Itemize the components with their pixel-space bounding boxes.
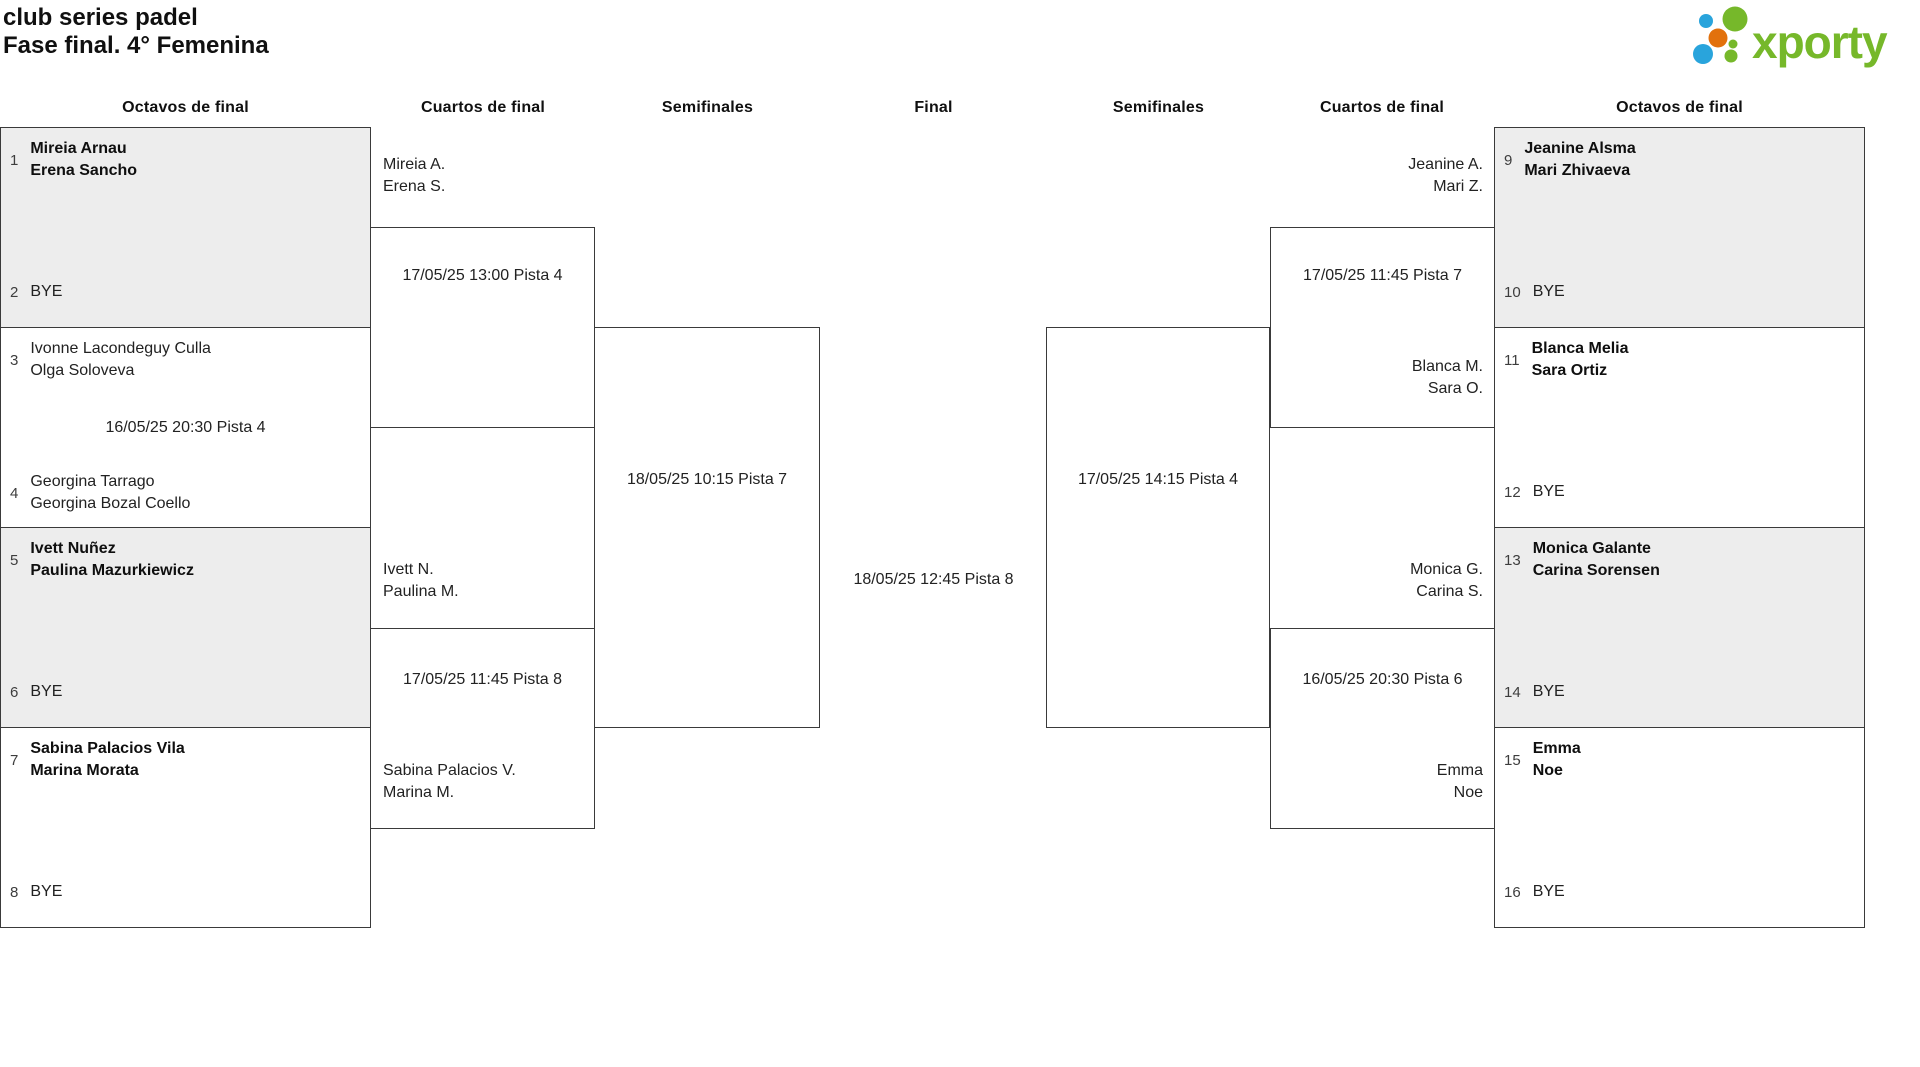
seed-number: 13 [1504,551,1521,569]
seed-number: 11 [1504,351,1520,369]
seed-number: 14 [1504,683,1521,701]
seed-number: 16 [1504,883,1521,901]
match-box-octavos-1-2: 1 Mireia Arnau Erena Sancho 2 BYE [0,127,371,328]
match-box-quarterfinal-2 [370,628,595,829]
round-header-octavos-left: Octavos de final [122,99,249,116]
team-name: Sabina Palacios Vila Marina Morata [30,740,185,779]
xporty-logo[interactable]: xporty [1688,2,1920,74]
seed-number: 6 [10,683,19,701]
team-slot: 10 BYE [1504,281,1858,303]
team-slot: 16 BYE [1504,881,1858,903]
team-name: BYE [30,683,63,700]
match-box-octavos-7-8: 7 Sabina Palacios Vila Marina Morata 8 B… [0,727,371,928]
logo-wordmark: xporty [1752,16,1888,68]
logo-dot-green-tiny [1728,39,1738,49]
final-schedule: 18/05/25 12:45 Pista 8 [853,571,1014,588]
qf4-schedule: 16/05/25 20:30 Pista 6 [1302,671,1463,688]
match-box-octavos-13-14: 13 Monica Galante Carina Sorensen 14 BYE [1494,527,1865,728]
seed-number: 1 [10,151,19,169]
semifinal-right-schedule: 17/05/25 14:15 Pista 4 [1077,471,1239,488]
seed-number: 3 [10,351,19,369]
match-box-quarterfinal-1 [370,227,595,428]
team-slot: 3 Ivonne Lacondeguy Culla Olga Soloveva [10,338,364,382]
qf2-team-top-label: Ivett N. Paulina M. [383,561,459,600]
team-name: Ivonne Lacondeguy Culla Olga Soloveva [30,340,211,379]
seed-number: 4 [10,484,19,502]
team-name: Monica Galante Carina Sorensen [1532,540,1660,579]
seed-number: 12 [1504,483,1521,501]
team-slot: 11 Blanca Melia Sara Ortiz [1504,338,1858,382]
logo-dot-green-large [1722,6,1748,32]
round-header-final: Final [914,99,953,116]
match-box-semifinal-left [594,327,820,728]
team-slot: 7 Sabina Palacios Vila Marina Morata [10,738,364,782]
team-name: Mireia Arnau Erena Sancho [30,140,138,179]
team-name: BYE [30,883,63,900]
seed-number: 2 [10,283,19,301]
round-header-semifinal-right: Semifinales [1112,99,1205,116]
match-box-octavos-5-6: 5 Ivett Nuñez Paulina Mazurkiewicz 6 BYE [0,527,371,728]
semifinal-left-schedule: 18/05/25 10:15 Pista 7 [626,471,788,488]
logo-dot-blue-large [1693,44,1713,64]
round-header-cuartos-left: Cuartos de final [420,99,546,116]
team-slot: 14 BYE [1504,681,1858,703]
team-name: BYE [1532,883,1565,900]
team-name: Ivett Nuñez Paulina Mazurkiewicz [30,540,194,579]
seed-number: 15 [1504,751,1521,769]
team-name: Blanca Melia Sara Ortiz [1531,340,1629,379]
team-name: BYE [30,283,63,300]
team-slot: 2 BYE [10,281,364,303]
team-slot: 12 BYE [1504,481,1858,503]
match-box-octavos-11-12: 11 Blanca Melia Sara Ortiz 12 BYE [1494,327,1865,528]
qf1-team-top-label: Mireia A. Erena S. [383,156,446,195]
qf3-team-bottom-label: Blanca M. Sara O. [1411,358,1483,397]
team-slot: 8 BYE [10,881,364,903]
qf3-schedule: 17/05/25 11:45 Pista 7 [1303,267,1462,284]
match-box-octavos-9-10: 9 Jeanine Alsma Mari Zhivaeva 10 BYE [1494,127,1865,328]
seed-number: 9 [1504,151,1513,169]
team-name: BYE [1532,283,1565,300]
team-name: BYE [1532,683,1565,700]
team-name: Jeanine Alsma Mari Zhivaeva [1524,140,1636,179]
match-box-octavos-3-4: 3 Ivonne Lacondeguy Culla Olga Soloveva … [0,327,371,528]
seed-number: 8 [10,883,19,901]
team-slot: 4 Georgina Tarrago Georgina Bozal Coello [10,471,364,515]
team-name: Emma Noe [1532,740,1581,779]
team-slot: 9 Jeanine Alsma Mari Zhivaeva [1504,138,1858,182]
team-slot: 1 Mireia Arnau Erena Sancho [10,138,364,182]
phase-category: Fase final. 4° Femenina [3,32,269,59]
match-box-quarterfinal-3 [1270,227,1495,428]
team-name: BYE [1532,483,1565,500]
logo-dot-blue-small [1699,14,1713,28]
team-slot: 5 Ivett Nuñez Paulina Mazurkiewicz [10,538,364,582]
logo-dot-orange [1708,28,1728,48]
qf4-team-top-label: Monica G. Carina S. [1410,561,1483,600]
round-header-octavos-right: Octavos de final [1616,99,1743,116]
round-header-semifinal-left: Semifinales [661,99,754,116]
tournament-name: club series padel [3,4,198,31]
team-slot: 13 Monica Galante Carina Sorensen [1504,538,1858,582]
qf2-schedule: 17/05/25 11:45 Pista 8 [403,671,562,688]
qf1-schedule: 17/05/25 13:00 Pista 4 [402,267,563,284]
qf2-team-bottom-label: Sabina Palacios V. Marina M. [383,762,516,801]
seed-number: 7 [10,751,19,769]
match-box-quarterfinal-4 [1270,628,1495,829]
qf3-team-top-label: Jeanine A. Mari Z. [1408,156,1483,195]
match-box-octavos-15-16: 15 Emma Noe 16 BYE [1494,727,1865,928]
team-slot: 15 Emma Noe [1504,738,1858,782]
seed-number: 5 [10,551,19,569]
logo-dot-green-small [1724,49,1738,63]
team-slot: 6 BYE [10,681,364,703]
seed-number: 10 [1504,283,1521,301]
page-title: club series padel Fase final. 4° Femenin… [3,4,269,60]
round-header-cuartos-right: Cuartos de final [1319,99,1445,116]
match-box-semifinal-right [1046,327,1270,728]
team-name: Georgina Tarrago Georgina Bozal Coello [30,473,191,512]
match-schedule: 16/05/25 20:30 Pista 4 [105,418,266,436]
qf4-team-bottom-label: Emma Noe [1436,762,1483,801]
